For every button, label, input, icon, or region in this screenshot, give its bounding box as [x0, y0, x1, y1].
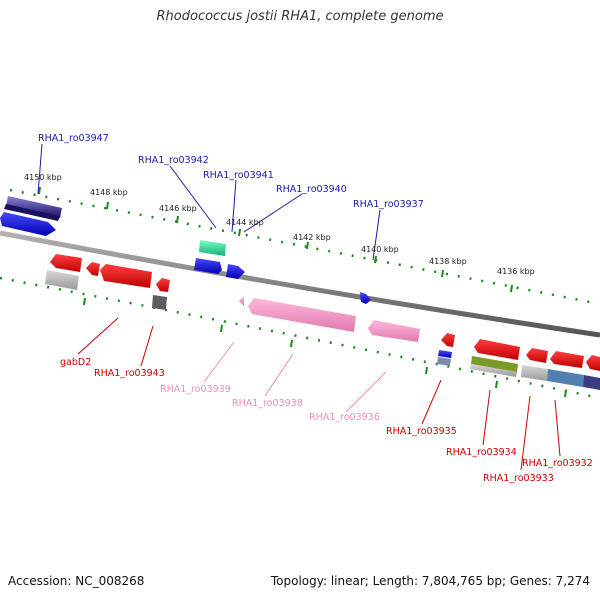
major-tick	[564, 389, 567, 398]
callout-line	[37, 143, 43, 195]
gene-label[interactable]: RHA1_ro03932	[522, 458, 593, 469]
scale-label: 4148 kbp	[90, 188, 128, 197]
gene-arrow	[368, 320, 420, 342]
callout-line	[243, 193, 303, 233]
gene-label[interactable]: RHA1_ro03938	[232, 398, 303, 409]
major-tick	[106, 201, 109, 210]
gene-block	[45, 270, 79, 290]
gene-arrow	[550, 351, 584, 368]
major-tick	[176, 215, 179, 224]
scale-labels: 4150 kbp 4148 kbp 4146 kbp 4144 kbp 4142…	[24, 173, 535, 276]
callout-line	[203, 341, 235, 383]
callout-line	[554, 399, 561, 457]
major-tick	[374, 255, 377, 264]
callout-line	[421, 379, 442, 425]
scale-label: 4146 kbp	[159, 204, 197, 213]
gene-arrow	[50, 254, 82, 272]
upper-gene-labels: RHA1_ro03947 RHA1_ro03942 RHA1_ro03941 R…	[38, 133, 424, 210]
upper-tick-track	[9, 186, 596, 305]
upper-callout-lines	[37, 143, 381, 261]
gene-arrow	[248, 298, 356, 332]
gene-arrow	[156, 278, 170, 292]
gene-block	[438, 350, 452, 358]
gene-arrow	[474, 339, 520, 360]
major-tick	[425, 366, 428, 375]
gene-block	[152, 295, 167, 310]
lower-tick-track	[0, 276, 600, 400]
gene-label[interactable]: gabD2	[60, 357, 91, 368]
scale-label: 4138 kbp	[429, 257, 467, 266]
gene-label[interactable]: RHA1_ro03947	[38, 133, 109, 144]
major-tick	[510, 284, 513, 293]
callout-line	[520, 395, 531, 471]
callout-line	[140, 325, 154, 367]
gene-block	[6, 196, 62, 218]
gene-label[interactable]: RHA1_ro03942	[138, 155, 209, 166]
callout-line	[345, 371, 387, 413]
callout-line	[264, 353, 294, 397]
major-tick	[220, 324, 223, 333]
major-tick	[441, 269, 444, 278]
scale-label: 4144 kbp	[226, 218, 264, 227]
gene-label[interactable]: RHA1_ro03943	[94, 368, 165, 379]
gene-block	[547, 369, 584, 387]
lower-gene-labels: gabD2 RHA1_ro03943 RHA1_ro03939 RHA1_ro0…	[60, 357, 593, 484]
gene-label[interactable]: RHA1_ro03937	[353, 199, 424, 210]
accession-text: Accession: NC_008268	[8, 574, 145, 588]
major-tick	[290, 339, 293, 348]
major-tick	[306, 241, 309, 250]
gene-block	[199, 240, 226, 256]
gene-arrow	[0, 212, 56, 236]
gene-label[interactable]: RHA1_ro03941	[203, 170, 274, 181]
major-tick	[38, 186, 41, 195]
scale-label: 4136 kbp	[497, 267, 535, 276]
gene-block	[470, 364, 517, 377]
gene-label[interactable]: RHA1_ro03934	[446, 447, 517, 458]
major-tick	[238, 228, 241, 237]
gene-arrow	[100, 264, 152, 288]
gene-block	[4, 204, 60, 221]
callout-line	[231, 179, 237, 233]
scale-label: 4150 kbp	[24, 173, 62, 182]
gene-arrow	[586, 355, 600, 371]
gene-arrow	[86, 262, 100, 276]
gene-arrow	[526, 348, 548, 363]
major-tick	[495, 380, 498, 389]
gene-block	[437, 357, 451, 366]
forward-genes	[0, 196, 452, 366]
gene-block	[521, 365, 548, 381]
gene-label[interactable]: RHA1_ro03935	[386, 426, 457, 437]
scale-label: 4140 kbp	[361, 245, 399, 254]
genome-backbone	[0, 230, 600, 338]
scale-label: 4142 kbp	[293, 233, 331, 242]
gene-arrow	[360, 292, 371, 304]
reverse-genes	[45, 254, 600, 390]
gene-block	[471, 356, 518, 372]
major-tick	[83, 297, 86, 306]
gene-arrow	[194, 258, 222, 274]
genome-title: Rhodococcus jostii RHA1, complete genome	[156, 9, 444, 24]
gene-arrow	[441, 333, 455, 347]
gene-block	[583, 375, 600, 390]
callout-line	[169, 165, 217, 229]
gene-label[interactable]: RHA1_ro03939	[160, 384, 231, 395]
gene-label[interactable]: RHA1_ro03933	[483, 473, 554, 484]
callout-line	[77, 317, 119, 355]
gene-label[interactable]: RHA1_ro03936	[309, 412, 380, 423]
lower-callout-lines	[77, 317, 561, 471]
callout-line	[372, 209, 381, 261]
gene-arrow	[239, 296, 244, 306]
gene-arrow	[226, 264, 245, 279]
callout-line	[482, 389, 491, 446]
genome-stats-text: Topology: linear; Length: 7,804,765 bp; …	[270, 574, 590, 588]
gene-label[interactable]: RHA1_ro03940	[276, 184, 347, 195]
